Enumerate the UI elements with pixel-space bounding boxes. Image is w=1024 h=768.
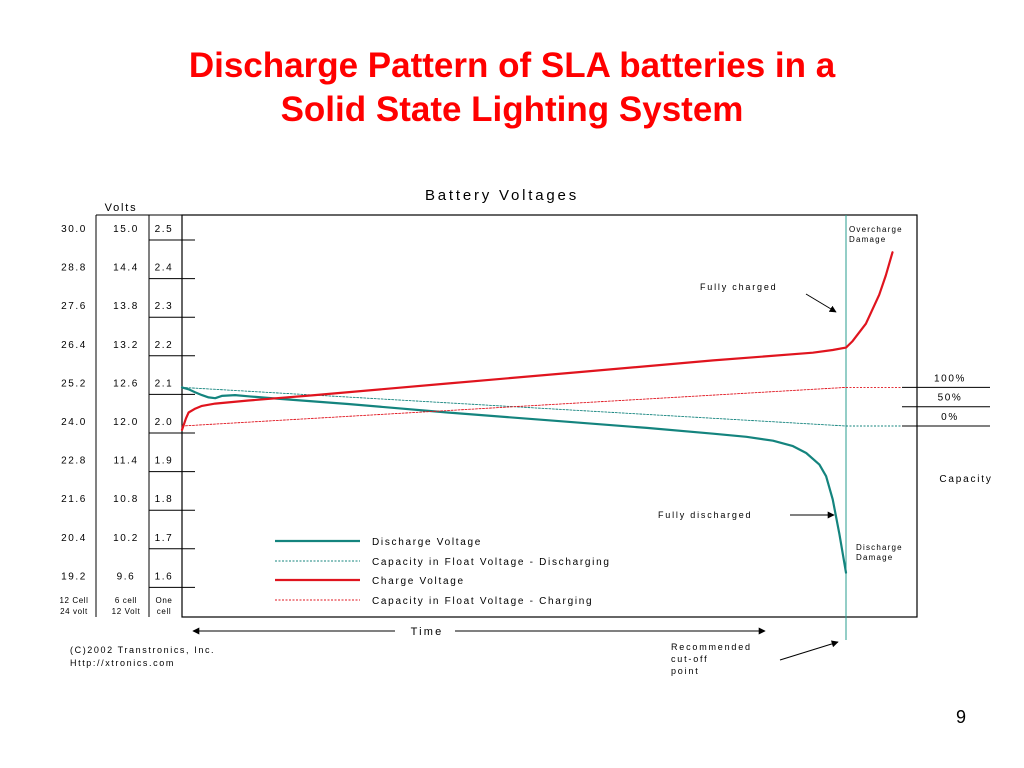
- series-line: [180, 251, 894, 431]
- annotation-recommended-cutoff: cut-off: [671, 654, 708, 664]
- volt-tick-label: 1.9: [155, 456, 174, 467]
- copyright-text: Http://xtronics.com: [70, 658, 175, 668]
- series-line: [181, 386, 847, 427]
- volts-header: Volts: [105, 202, 138, 214]
- volt-tick-label: 2.1: [155, 378, 174, 389]
- scale-header-label: 6 cell: [115, 596, 137, 605]
- volt-tick-label: 10.8: [113, 494, 139, 505]
- volt-tick-label: 14.4: [113, 263, 139, 274]
- legend-label: Charge Voltage: [372, 576, 465, 587]
- annotation-overcharge-damage: Damage: [849, 235, 886, 244]
- volt-tick-label: 2.2: [155, 340, 174, 351]
- capacity-tick-label: 50%: [938, 393, 963, 404]
- scale-header-label: 12 Cell: [59, 596, 88, 605]
- annotation-discharge-damage: Damage: [856, 553, 893, 562]
- scale-header-label: 12 Volt: [112, 607, 141, 616]
- volt-tick-label: 12.6: [113, 378, 139, 389]
- scale-header-label: One: [156, 596, 173, 605]
- arrow-recommended-cutoff: [779, 640, 839, 661]
- legend-label: Capacity in Float Voltage - Charging: [372, 596, 593, 607]
- volt-tick-label: 21.6: [61, 494, 87, 505]
- series-line: [180, 386, 848, 574]
- volt-tick-label: 2.0: [155, 417, 174, 428]
- annotation-discharge-damage: Discharge: [856, 543, 903, 552]
- slide-title-line-2: Solid State Lighting System: [280, 90, 744, 129]
- capacity-tick-label: 100%: [934, 373, 966, 384]
- volt-tick-label: 25.2: [61, 378, 87, 389]
- volt-tick-label: 30.0: [61, 224, 87, 235]
- slide-title-line-1: Discharge Pattern of SLA batteries in a: [188, 46, 836, 85]
- volt-tick-label: 2.4: [155, 263, 174, 274]
- volt-tick-label: 12.0: [113, 417, 139, 428]
- capacity-tick-label: 0%: [941, 412, 959, 423]
- volt-tick-label: 10.2: [113, 533, 139, 544]
- volt-tick-label: 2.3: [155, 301, 174, 312]
- copyright-text: (C)2002 Transtronics, Inc.: [70, 645, 215, 655]
- annotation-recommended-cutoff: point: [671, 666, 700, 676]
- volt-tick-label: 15.0: [113, 224, 139, 235]
- volt-tick-label: 1.7: [155, 533, 174, 544]
- capacity-axis-label: Capacity: [939, 474, 992, 485]
- scale-header-label: cell: [157, 607, 171, 616]
- slide-title: Discharge Pattern of SLA batteries in a …: [0, 44, 1024, 132]
- volt-tick-label: 24.0: [61, 417, 87, 428]
- legend-label: Discharge Voltage: [372, 537, 482, 548]
- volt-tick-label: 26.4: [61, 340, 87, 351]
- volt-tick-label: 13.8: [113, 301, 139, 312]
- annotation-overcharge-damage: Overcharge: [849, 225, 903, 234]
- annotation-fully-discharged: Fully discharged: [658, 510, 752, 520]
- legend-label: Capacity in Float Voltage - Discharging: [372, 557, 611, 568]
- scale-header-label: 24 volt: [60, 607, 88, 616]
- volt-tick-label: 20.4: [61, 533, 87, 544]
- plot-frame: [181, 214, 918, 618]
- annotation-recommended-cutoff: Recommended: [671, 642, 752, 652]
- chart-title: Battery Voltages: [425, 187, 579, 204]
- volt-tick-label: 19.2: [61, 571, 87, 582]
- volt-tick-label: 22.8: [61, 456, 87, 467]
- annotation-fully-charged: Fully charged: [700, 282, 777, 292]
- volt-tick-label: 27.6: [61, 301, 87, 312]
- volt-tick-label: 2.5: [155, 224, 174, 235]
- volt-tick-label: 9.6: [117, 571, 136, 582]
- volt-tick-label: 28.8: [61, 263, 87, 274]
- volt-tick-label: 13.2: [113, 340, 139, 351]
- volt-tick-label: 11.4: [113, 456, 138, 467]
- volt-tick-label: 1.8: [155, 494, 174, 505]
- page-number: 9: [955, 707, 966, 727]
- time-axis-label: Time: [411, 626, 444, 638]
- volt-tick-label: 1.6: [155, 571, 174, 582]
- arrow-fully-charged: [805, 293, 837, 313]
